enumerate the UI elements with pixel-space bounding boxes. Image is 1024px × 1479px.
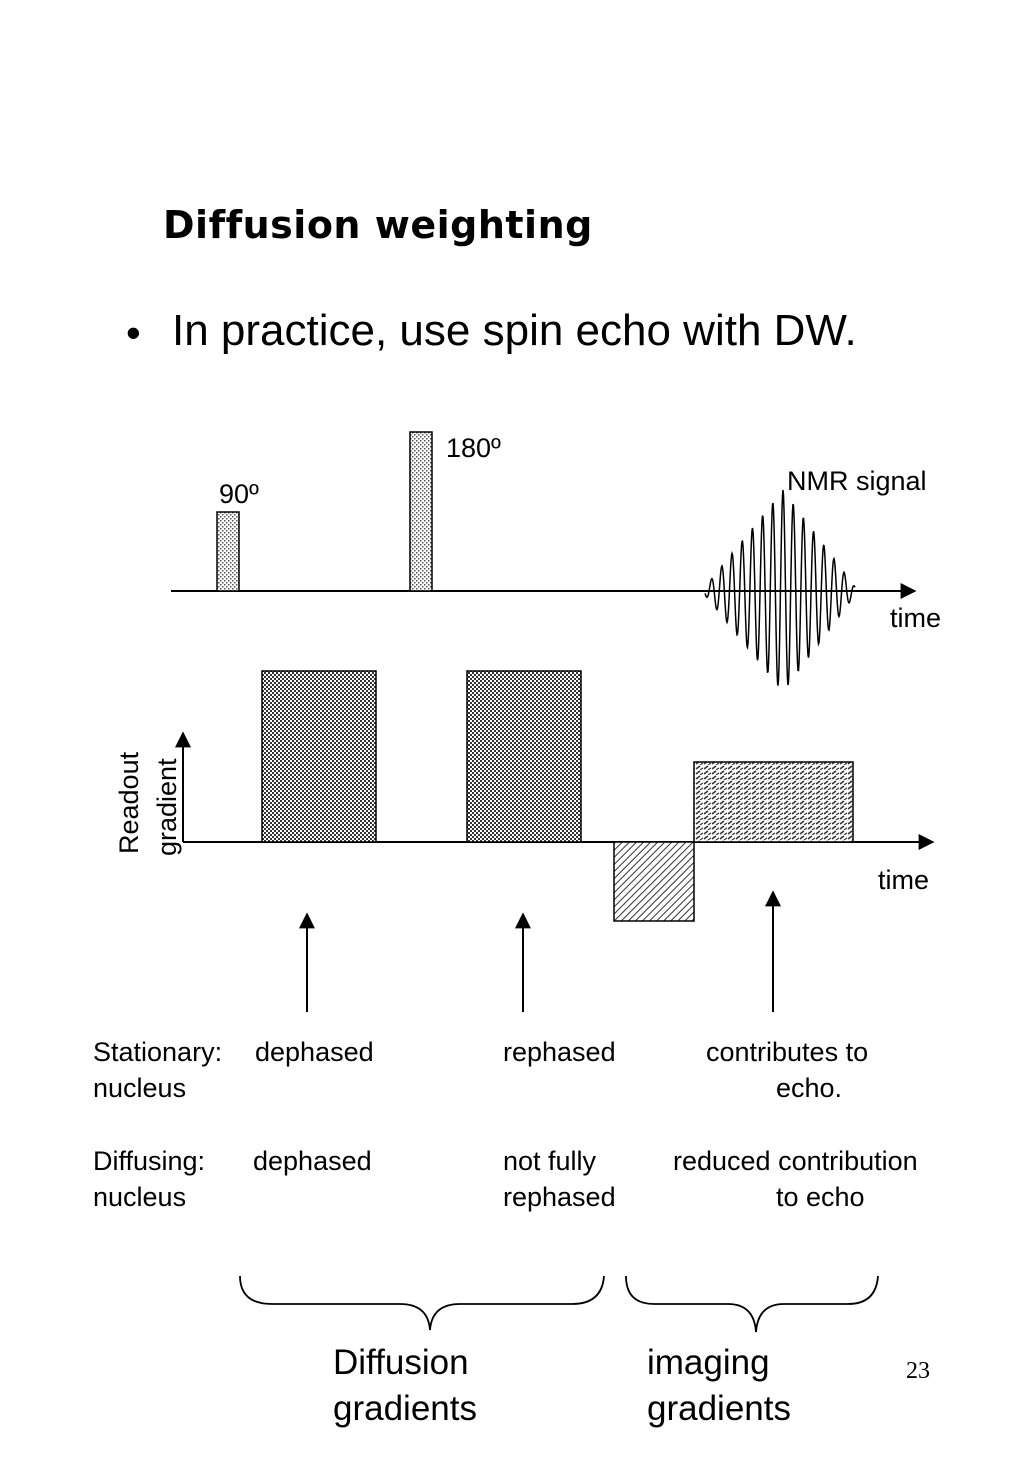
stationary-col2: rephased (503, 1037, 616, 1067)
diffusing-col3-line2: to echo (776, 1182, 865, 1212)
page-number: 23 (906, 1358, 930, 1384)
imaging-gradients-label-line1: imaging (647, 1343, 770, 1382)
diffusing-label-line2: nucleus (93, 1182, 187, 1212)
stationary-col1: dephased (255, 1037, 374, 1067)
pulse-180 (409, 431, 433, 592)
nmr-signal-waveform (704, 489, 856, 686)
diffusing-col2-line2: rephased (503, 1182, 616, 1212)
bullet-marker: • (126, 309, 141, 356)
stationary-label-line2: nucleus (93, 1073, 187, 1103)
slide-title: Diffusion weighting (163, 203, 593, 247)
diffusion-gradients-label-line2: gradients (333, 1389, 477, 1428)
gradient-time-label: time (878, 865, 930, 895)
imaging-gradients-brace (625, 1275, 879, 1333)
stationary-label-line1: Stationary: (93, 1037, 223, 1067)
bullet-text: In practice, use spin echo with DW. (172, 306, 857, 355)
diffusion-gradient-2 (466, 670, 582, 843)
gradient-axis-label-line1: Readout (114, 751, 144, 854)
nmr-signal-label: NMR signal (787, 466, 927, 496)
diffusing-col1: dephased (253, 1146, 372, 1176)
dephase-lobe (613, 841, 695, 922)
diffusion-gradients-label-line1: Diffusion (333, 1343, 469, 1382)
diffusion-gradient-1 (261, 670, 377, 843)
diffusion-gradients-brace (239, 1275, 605, 1331)
diffusing-col3-line1: reduced contribution (673, 1146, 918, 1176)
pulse-180-label: 180º (446, 433, 501, 463)
stationary-col3-line1: contributes to (706, 1037, 869, 1067)
diffusing-label-line1: Diffusing: (93, 1146, 206, 1176)
imaging-gradients-label-line2: gradients (647, 1389, 791, 1428)
pulse-90-label: 90º (219, 479, 259, 509)
readout-lobe (693, 761, 854, 843)
rf-time-label: time (890, 603, 942, 633)
pulse-90 (216, 511, 240, 592)
gradient-axis-label-line2: gradient (152, 758, 182, 856)
stationary-col3-line2: echo. (776, 1073, 843, 1103)
diffusing-col2-line1: not fully (503, 1146, 597, 1176)
